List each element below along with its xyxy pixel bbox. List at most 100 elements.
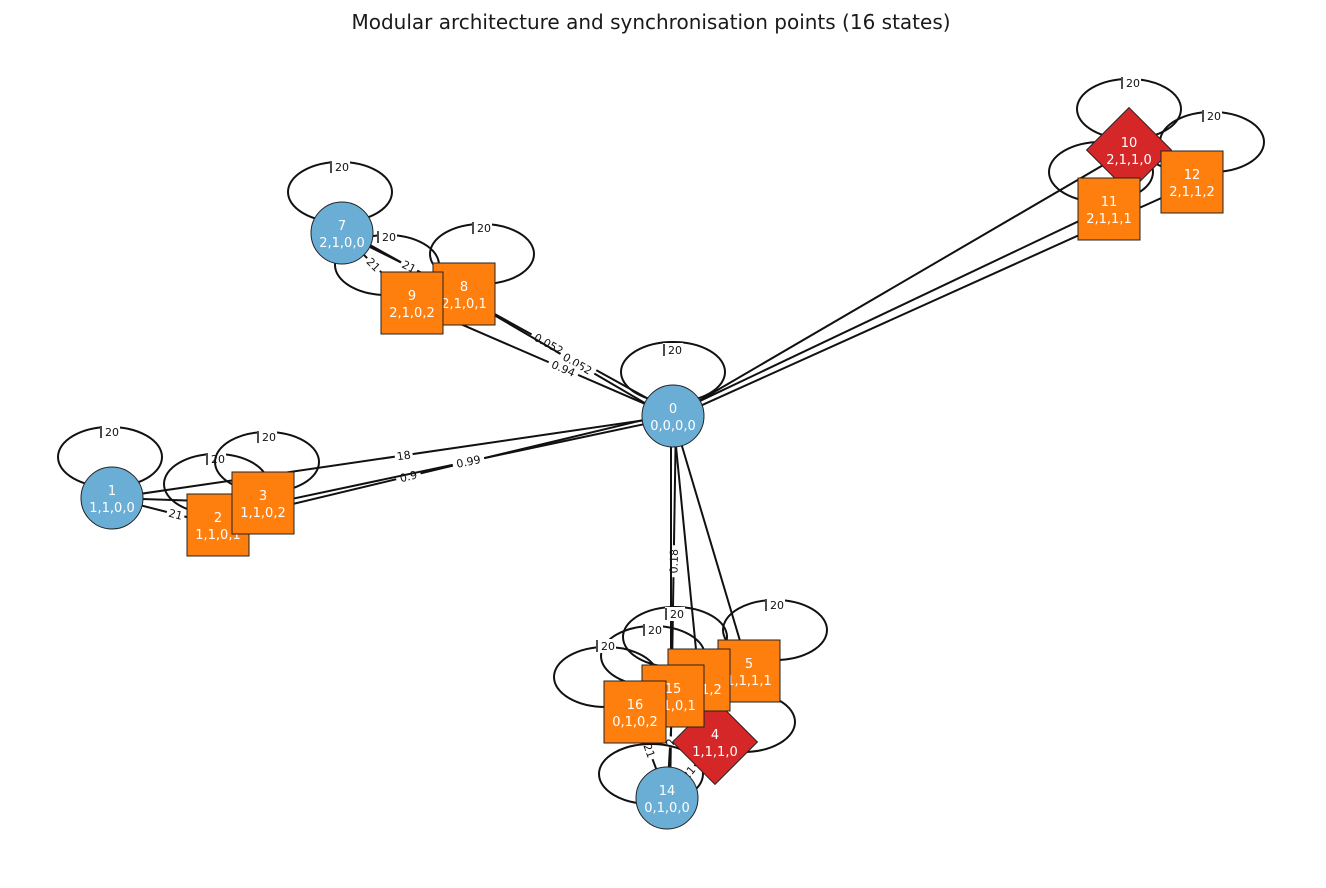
self-loop-0: 20: [620, 341, 726, 403]
nodes-layer: 00,0,0,011,1,0,021,1,0,131,1,0,241,1,1,0…: [80, 106, 1224, 830]
edge-label-bg: [557, 347, 598, 380]
node-id-label: 0: [669, 402, 677, 417]
loop-label-bg: [643, 623, 663, 637]
loop-label-bg: [665, 607, 685, 621]
node-state-label: 1,1,1,0: [692, 745, 737, 760]
edge-label-bg: [362, 253, 385, 276]
node-shape: [603, 680, 667, 744]
self-loop-1: 20: [57, 425, 163, 488]
loop-label-text: 20: [670, 608, 684, 621]
edge-label-text: 2: [664, 738, 677, 746]
node-11: 11 2,1,1,1: [1077, 177, 1141, 241]
edge-label-bg: [639, 739, 660, 762]
loop-label-bg: [330, 160, 350, 174]
edge-line: [672, 415, 700, 681]
node-id-label: 4: [711, 728, 719, 743]
loop-label-bg: [765, 598, 785, 612]
node-0: 0 0,0,0,0: [641, 384, 705, 448]
node-state-label: 1,1,0,0: [89, 501, 134, 516]
node-shape: [231, 471, 295, 535]
edge-label: 21: [165, 505, 187, 524]
edge-line: [672, 149, 1130, 417]
edge-label-bg: [528, 328, 570, 360]
loop-label-bg: [257, 430, 277, 444]
node-id-label: 8: [460, 280, 468, 295]
loop-label-bg: [1202, 109, 1222, 123]
edge-label-text: 21: [400, 258, 418, 276]
node-id-label: 3: [259, 489, 267, 504]
edge-label-bg: [393, 447, 414, 464]
edge-line: [111, 415, 674, 499]
node-9: 9 2,1,0,2: [380, 271, 444, 335]
node-state-label: 0,0,0,0: [650, 419, 695, 434]
loop-label-text: 20: [1126, 77, 1140, 90]
edge-line: [672, 415, 750, 672]
loop-label-bg: [472, 221, 492, 235]
edge-0-6: [672, 415, 700, 681]
node-id-label: 1: [108, 484, 116, 499]
loop-label-text: 20: [211, 453, 225, 466]
loop-label-bg: [377, 230, 397, 244]
edge-0-5: [672, 415, 750, 672]
loop-label-bg: [100, 425, 120, 439]
edge-label-text: 21: [167, 507, 184, 523]
edge-label: 21: [639, 739, 660, 762]
node-id-label: 2: [214, 511, 222, 526]
loop-label-bg: [1121, 76, 1141, 90]
loop-label-text: 20: [770, 599, 784, 612]
edge-label-text: 0.9: [398, 468, 418, 485]
node-shape: [1160, 150, 1224, 214]
edge-0-11: [671, 206, 1109, 416]
loop-label-text: 20: [105, 426, 119, 439]
edge-label-bg: [165, 505, 187, 524]
node-16: 16 0,1,0,2: [603, 680, 667, 744]
loop-label-bg: [596, 639, 616, 653]
node-id-label: 12: [1184, 168, 1201, 183]
loop-label-text: 20: [477, 222, 491, 235]
edge-0-1: 18: [111, 415, 674, 499]
loop-label-text: 20: [601, 640, 615, 653]
node-state-label: 1,1,1,1: [726, 674, 771, 689]
node-id-label: 9: [408, 289, 416, 304]
loop-label-text: 20: [648, 624, 662, 637]
node-id-label: 14: [659, 784, 676, 799]
node-shape: [641, 384, 705, 448]
node-id-label: 15: [665, 682, 682, 697]
self-loop-12: 20: [1159, 109, 1265, 173]
edge-label-bg: [394, 466, 423, 487]
edge-label: 0.99: [451, 451, 486, 472]
node-state-label: 2,1,0,1: [441, 297, 486, 312]
edge-label-bg: [451, 451, 486, 472]
edge-label: 18: [393, 447, 414, 464]
diagram-title: Modular architecture and synchronisation…: [351, 10, 951, 34]
node-7: 7 2,1,0,0: [310, 201, 374, 265]
node-id-label: 16: [627, 698, 644, 713]
loop-label-bg: [663, 343, 683, 357]
node-state-label: 2,1,0,0: [319, 236, 364, 251]
node-3: 3 1,1,0,2: [231, 471, 295, 535]
node-state-label: 2,1,1,0: [1106, 153, 1151, 168]
loop-label-text: 20: [335, 161, 349, 174]
edge-line: [671, 206, 1109, 416]
node-state-label: 2,1,0,2: [389, 306, 434, 321]
node-id-label: 7: [338, 219, 346, 234]
node-id-label: 11: [1101, 195, 1118, 210]
loop-label-text: 20: [262, 431, 276, 444]
node-state-label: 0,1,0,2: [612, 715, 657, 730]
node-shape: [1085, 106, 1173, 194]
edge-label-text: 0.18: [668, 549, 681, 574]
node-1: 1 1,1,0,0: [80, 466, 144, 530]
node-shape: [635, 766, 699, 830]
node-12: 12 2,1,1,2: [1160, 150, 1224, 214]
node-state-label: 2,1,1,1: [1086, 212, 1131, 227]
node-state-label: 1,1,0,2: [240, 506, 285, 521]
node-id-label: 5: [745, 657, 753, 672]
node-shape: [310, 201, 374, 265]
node-state-label: 0,1,0,0: [644, 801, 689, 816]
node-10: 102,1,1,0: [1085, 106, 1173, 194]
edge-label-text: 21: [640, 742, 657, 760]
edge-0-3: 0.99: [263, 416, 674, 506]
edge-label: 0.18: [666, 545, 681, 578]
node-state-label: 2,1,1,2: [1169, 185, 1214, 200]
